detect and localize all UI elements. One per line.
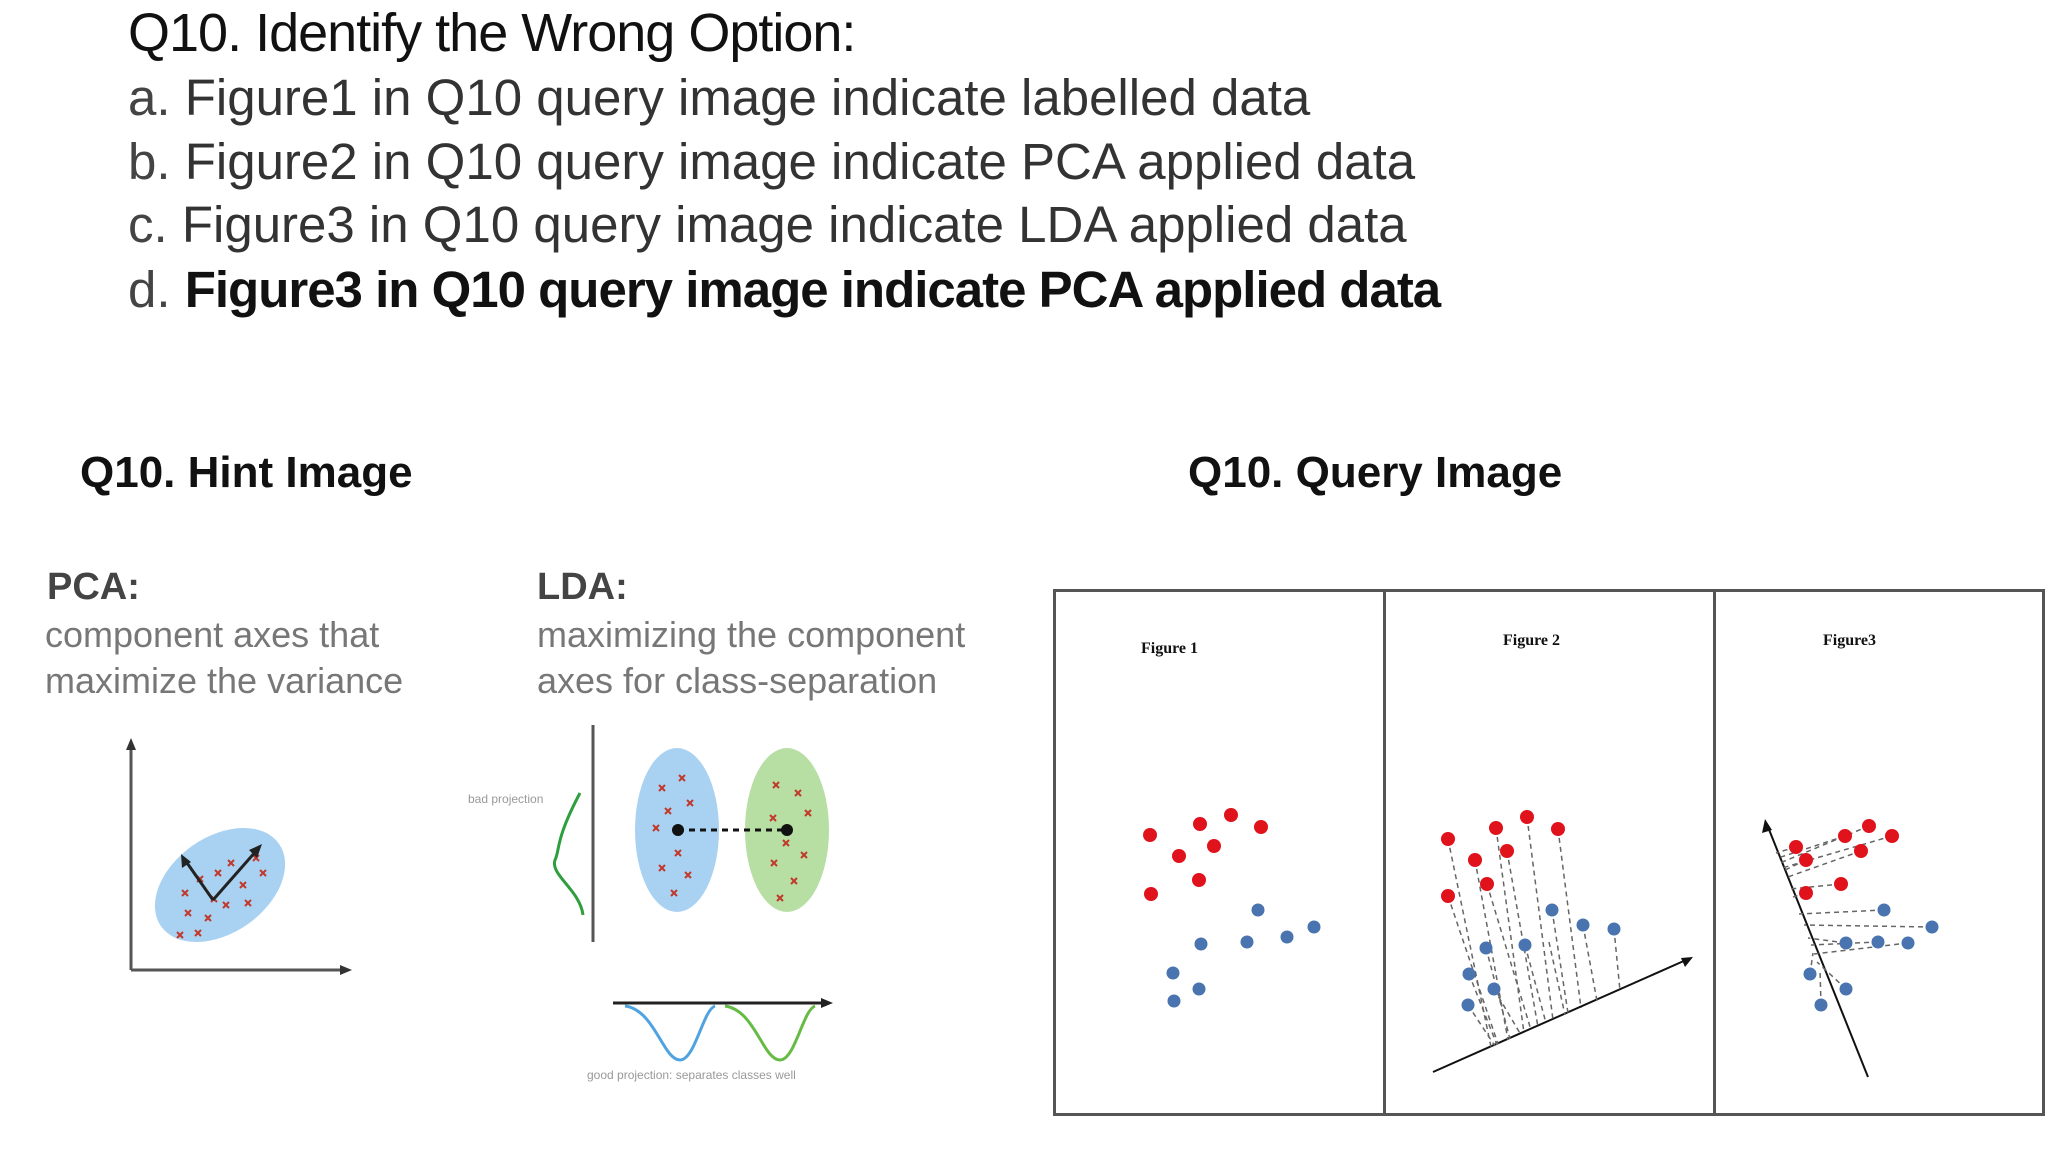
figure3-red-points [1789,819,1899,900]
pca-desc-line1: component axes that [45,614,380,655]
option-b-text: Figure2 in Q10 query image indicate PCA … [184,133,1416,190]
pca-pc2 [183,859,215,901]
panel-divider-2 [1713,592,1716,1113]
pca-plot [126,738,352,975]
figure1-plot [1143,808,1321,1008]
pca-x-arrow [340,965,352,975]
option-c-letter: c. [128,196,168,253]
hint-image: PCA: component axes that maximize the va… [35,560,995,1152]
figure3-blue-points [1803,903,1939,1012]
query-figures [1143,808,1939,1078]
pca-blob [154,827,286,943]
figure1-red-points [1143,808,1268,901]
lda-label: LDA: [537,566,628,608]
query-image: Figure 1 Figure 2 Figure3 [1053,589,2045,1116]
lda-desc-line1: maximizing the component [537,614,966,655]
good-projection-curve-green [724,1004,816,1062]
bad-projection-caption: bad projection [468,792,544,806]
lda-points [652,774,812,902]
lda-plot [553,725,833,1062]
figure2-projections [1447,816,1621,1048]
pca-y-arrow [126,738,136,750]
option-c: c. Figure3 in Q10 query image indicate L… [128,193,1407,257]
option-d-letter: d. [128,261,171,318]
query-heading: Q10. Query Image [1188,448,1563,497]
question-title: Q10. Identify the Wrong Option: [128,3,856,63]
option-c-text: Figure3 in Q10 query image indicate LDA … [181,196,1407,253]
option-d: d. Figure3 in Q10 query image indicate P… [128,258,1441,322]
bad-projection-curve [553,792,585,916]
figure2-blue-points [1461,903,1621,1012]
pca-label: PCA: [47,566,140,608]
pca-pc1 [211,849,259,901]
hint-heading: Q10. Hint Image [80,448,413,497]
figure1-label: Figure 1 [1141,640,1199,657]
good-projection-curve-blue [624,1004,716,1062]
panel-divider-1 [1383,592,1386,1113]
figure2-label: Figure 2 [1503,632,1561,649]
figure3-label: Figure3 [1823,632,1877,649]
good-projection-caption: good projection: separates classes well [587,1068,796,1082]
figure3-axis [1767,826,1869,1078]
option-a-letter: a. [128,69,171,126]
figure2-plot [1432,810,1693,1073]
figure2-axis [1432,959,1687,1073]
figure1-blue-points [1166,903,1321,1008]
option-a: a. Figure1 in Q10 query image indicate l… [128,66,1310,130]
pca-desc-line2: maximize the variance [45,660,404,701]
lda-desc-line2: axes for class-separation [537,660,938,701]
option-b: b. Figure2 in Q10 query image indicate P… [128,130,1415,194]
option-d-text: Figure3 in Q10 query image indicate PCA … [184,261,1441,318]
option-b-letter: b. [128,133,171,190]
option-a-text: Figure1 in Q10 query image indicate labe… [184,69,1311,126]
figure2-red-points [1441,810,1565,903]
figure3-projections [1775,825,1933,1006]
figure3-plot [1762,819,1939,1078]
hint-diagrams [126,725,833,1062]
